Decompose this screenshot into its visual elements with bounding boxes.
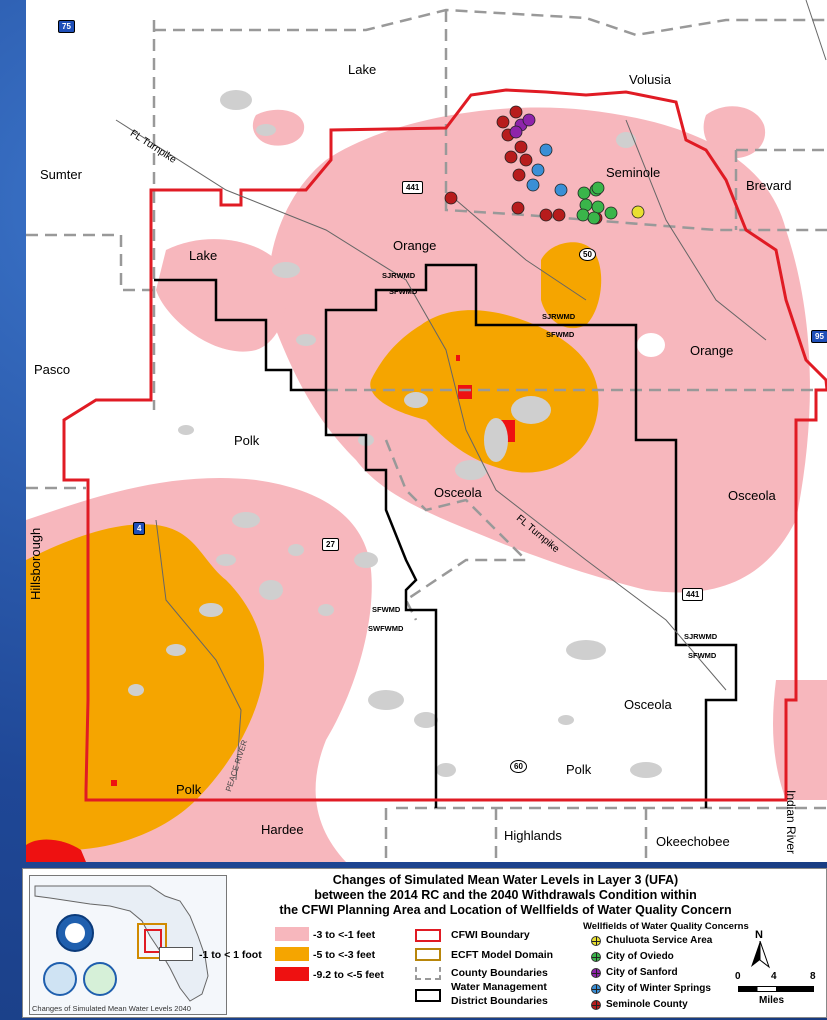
- district-label-sjrwmd-2: SJRWMD: [542, 312, 576, 321]
- scale-tick-8: 8: [810, 971, 816, 982]
- i95-shield: 95: [811, 330, 827, 343]
- sr50-shield: 50: [579, 248, 596, 261]
- label-county-boundaries: County Boundaries: [451, 967, 548, 979]
- wellfields: [444, 105, 645, 225]
- district-boundaries: [154, 263, 738, 808]
- inset-map: Changes of Simulated Mean Water Levels 2…: [29, 875, 227, 1015]
- legend-title-line-2: between the 2014 RC and the 2040 Withdra…: [314, 888, 697, 902]
- county-label-polk-southwest: Polk: [176, 782, 202, 797]
- district-label-sjrwmd-1: SJRWMD: [382, 271, 416, 280]
- legend-title: Changes of Simulated Mean Water Levels i…: [183, 873, 827, 918]
- county-label-lake-north: Lake: [348, 62, 377, 77]
- county-label-osceola-south: Osceola: [624, 697, 672, 712]
- county-label-volusia: Volusia: [629, 72, 671, 87]
- florida-locator: [34, 885, 209, 1002]
- label-class-0: -1 to < 1 foot: [199, 949, 262, 961]
- north-label: N: [755, 929, 763, 941]
- legend-title-line-1: Changes of Simulated Mean Water Levels i…: [332, 873, 679, 887]
- north-arrow: N: [745, 929, 775, 969]
- wellfield-oviedo-label: City of Oviedo: [606, 951, 674, 962]
- swatch-class-3: [275, 967, 309, 981]
- lakes: [128, 90, 665, 778]
- us27-shield: 27: [322, 538, 339, 551]
- label-district-boundaries-1: Water Management: [451, 981, 547, 993]
- wellfield-winter-springs-label: City of Winter Springs: [606, 983, 711, 994]
- district-label-swfwmd-3: SWFWMD: [368, 624, 404, 633]
- scale-unit: Miles: [759, 995, 785, 1006]
- wellfield-chuluota-icon: [591, 935, 601, 946]
- swatch-district-boundaries: [415, 989, 441, 1002]
- roads: [115, 0, 827, 781]
- map-drawing: [26, 0, 827, 862]
- wellfield-sanford-icon: [591, 967, 601, 978]
- wellfield-seminole-icon: [591, 999, 601, 1010]
- wellfield-seminole: Seminole County: [591, 999, 688, 1010]
- north-arrow-icon: [751, 941, 771, 969]
- label-class-1: -3 to <-1 feet: [313, 929, 376, 941]
- zone-red: [26, 355, 515, 862]
- us441-north-shield: 441: [402, 181, 424, 194]
- county-boundaries: [26, 8, 827, 862]
- label-class-2: -5 to <-3 feet: [313, 949, 376, 961]
- inset-caption: Changes of Simulated Mean Water Levels 2…: [32, 1004, 191, 1013]
- swatch-class-0: [159, 947, 193, 961]
- scale-tick-0: 0: [735, 971, 741, 982]
- map-panel: Lake Volusia Sumter Seminole Brevard Lak…: [26, 0, 827, 862]
- district-label-sfwmd-1: SFWMD: [389, 287, 418, 296]
- county-label-orange-east: Orange: [690, 343, 734, 358]
- county-label-polk-south: Polk: [566, 762, 592, 777]
- wellfield-sanford-label: City of Sanford: [606, 967, 678, 978]
- scale-tick-4: 4: [771, 971, 777, 982]
- scale-bar: 0 4 8 Miles: [735, 971, 827, 1015]
- wellfield-sanford: City of Sanford: [591, 967, 678, 978]
- wellfield-seminole-label: Seminole County: [606, 999, 688, 1010]
- label-cfwi-boundary: CFWI Boundary: [451, 929, 530, 941]
- county-label-okeechobee: Okeechobee: [656, 834, 730, 849]
- county-label-hardee: Hardee: [261, 822, 304, 837]
- wellfield-winter-springs: City of Winter Springs: [591, 983, 711, 994]
- label-district-boundaries-2: District Boundaries: [451, 995, 548, 1007]
- cfwi-boundary: [62, 88, 827, 802]
- wellfield-chuluota-label: Chuluota Service Area: [606, 935, 713, 946]
- county-label-hillsborough: Hillsborough: [28, 527, 43, 600]
- county-label-pasco: Pasco: [34, 362, 71, 377]
- district-label-sjrwmd-4: SJRWMD: [684, 632, 718, 641]
- scale-bar-graphic: [738, 986, 814, 992]
- district-label-sfwmd-2: SFWMD: [546, 330, 575, 339]
- county-label-orange-north: Orange: [393, 238, 437, 253]
- label-ecft-domain: ECFT Model Domain: [451, 949, 554, 961]
- sr60-shield: 60: [510, 760, 527, 773]
- district-label-sfwmd-4: SFWMD: [688, 651, 717, 660]
- district-label-sfwmd-3: SFWMD: [372, 605, 401, 614]
- swatch-ecft-domain: [415, 948, 441, 961]
- county-label-indian-river: Indian River: [784, 790, 798, 855]
- wellfield-oviedo-icon: [591, 951, 601, 962]
- map-legend: Changes of Simulated Mean Water Levels 2…: [22, 868, 827, 1018]
- wellfield-oviedo: City of Oviedo: [591, 951, 674, 962]
- county-label-sumter: Sumter: [40, 167, 82, 182]
- i4-shield: 4: [133, 522, 146, 535]
- county-label-osceola-east: Osceola: [728, 488, 776, 503]
- county-label-polk-north: Polk: [234, 433, 260, 448]
- wellfields-title: Wellfields of Water Quality Concerns: [583, 921, 749, 932]
- swatch-class-2: [275, 947, 309, 961]
- swatch-county-boundaries: [415, 967, 441, 980]
- swatch-class-1: [275, 927, 309, 941]
- county-label-osceola-center: Osceola: [434, 485, 482, 500]
- label-class-3: -9.2 to <-5 feet: [313, 969, 384, 981]
- wellfield-winter-springs-icon: [591, 983, 601, 994]
- legend-title-line-3: the CFWI Planning Area and Location of W…: [279, 903, 732, 917]
- county-label-seminole: Seminole: [606, 165, 661, 180]
- us441-south-shield: 441: [682, 588, 704, 601]
- i75-shield: 75: [58, 20, 75, 33]
- wellfield-chuluota: Chuluota Service Area: [591, 935, 712, 946]
- county-label-highlands: Highlands: [504, 828, 562, 843]
- swatch-cfwi-boundary: [415, 929, 441, 942]
- county-label-brevard: Brevard: [746, 178, 792, 193]
- county-label-lake-west: Lake: [189, 248, 218, 263]
